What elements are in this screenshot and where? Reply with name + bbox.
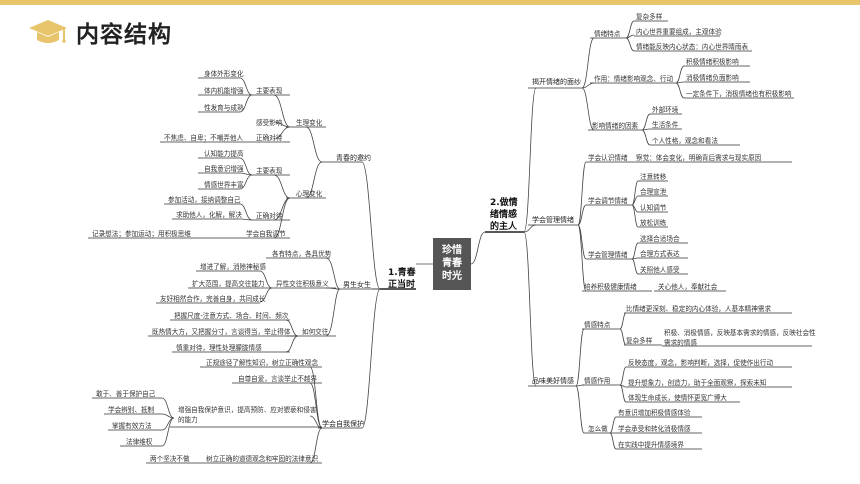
feeling-function-3: 体现生命成长，使情怀更宽广博大 (628, 393, 727, 402)
emotion-trait-1: 复杂多样 (636, 12, 663, 21)
physio-item-3: 性发育与成熟 (204, 103, 244, 112)
protect-ability-item-4: 法律维权 (126, 437, 153, 446)
psych-item-3: 情感世界丰富 (204, 180, 244, 189)
cross-gender-meaning: 异性交往积极意义 (276, 279, 329, 288)
center-line-1: 珍惜 (442, 243, 462, 256)
how-to-interact: 如何交往 (302, 327, 329, 336)
factor-2: 生活条件 (652, 120, 679, 129)
protect-item-2: 自尊自爱，言谈举止不越界 (238, 374, 318, 383)
feeling-complex: 复杂多样 (626, 336, 653, 345)
feeling-traits: 情感特点 (584, 320, 611, 329)
protect-ability-text-2: 的能力 (178, 415, 198, 424)
emotion-trait-2: 内心世界重要组成，主观体验 (636, 27, 722, 36)
right-main-line-3: 的主人 (490, 220, 518, 232)
effect-item-2: 消极情绪负面影响 (686, 73, 739, 82)
graduation-cap-icon (29, 20, 67, 43)
interact-item-3: 慎重对待，理性处理朦胧情感 (176, 343, 262, 352)
protect-ability-item-1: 敢于、善于保护自己 (96, 389, 156, 398)
left-branch-self-protect: 学会自我保护 (322, 419, 364, 428)
physio-item-2: 体内机能增强 (204, 86, 244, 95)
emotion-factors: 影响情绪的因素 (592, 121, 639, 130)
physio-manifest: 主要表现 (256, 86, 283, 95)
protect-ability-item-2: 学会辨别、抵制 (108, 405, 155, 414)
psych-correct: 正确对待 (256, 211, 283, 220)
center-line-3: 时光 (442, 269, 462, 282)
meaning-item-3: 友好相然合作，完善自身，共同成长 (160, 294, 266, 303)
physio-correct-item: 不焦虑、自卑；不嘲弄他人 (164, 133, 244, 142)
physio-change: 生理变化 (296, 118, 323, 127)
feeling-function: 情感作用 (584, 376, 610, 385)
feeling-function-2: 提升想象力，创造力，助于全面观察，探索未知 (628, 378, 766, 387)
center-node-bg (433, 238, 471, 290)
feeling-complex-item: 积极、消极情感，反映基本需求的情感，反映社会性需求的情感 (664, 328, 816, 347)
meaning-item-2: 扩大范围，提高交往能力 (192, 279, 265, 288)
center-line-2: 青春 (442, 256, 462, 269)
how-item-3: 在实践中提升情感境界 (618, 440, 684, 449)
legal-awareness: 树立正确的道德观念和牢固的法律意识 (206, 454, 318, 463)
emotion-trait-3: 情绪能反映内心状态：内心世界晴雨表 (636, 42, 748, 51)
protect-ability: 增强自我保护意识，提高预防、应对猥亵和侵害 的能力 (178, 405, 319, 424)
regulate-item-3: 认知调节 (640, 203, 667, 212)
physio-correct: 正确对待 (256, 133, 283, 142)
interact-item-1: 把握尺度-注意方式、场合、时间、频次 (174, 311, 289, 320)
each-has-strengths: 各有特点，各具优势 (272, 249, 332, 258)
right-main-line-2: 绪情感 (490, 208, 517, 220)
page-title: 内容结构 (76, 22, 172, 48)
regulate-item-4: 放松训练 (640, 218, 667, 227)
protect-ability-item-3: 掌握有效方法 (112, 421, 152, 430)
feeling-trait-1: 比情绪更深刻、稳定的内心体验，人基本精神需求 (626, 304, 771, 313)
regulate-item-1: 注意转移 (640, 172, 667, 181)
psych-self-adjust-item: 记录想法；参加运动；用积极思维 (92, 229, 191, 238)
two-never: 两个坚决不做 (150, 454, 190, 463)
factor-3: 个人性格，观念和看法 (652, 136, 718, 145)
psych-correct-item-2: 求助他人，化解，解决 (176, 210, 242, 219)
effect-item-1: 积极情绪积极影响 (686, 57, 739, 66)
psych-item-1: 认知能力提高 (204, 149, 244, 158)
regulate-emotion: 学会调节情绪 (588, 196, 628, 205)
psych-item-2: 自我意识增强 (204, 164, 244, 173)
recognize-item: 察觉：体会变化，明确背后需求与现实原因 (636, 153, 762, 162)
how-item-2: 学会承受和转化消极情感 (618, 424, 691, 433)
emotion-effect: 作用：情绪影响观念、行动 (594, 74, 674, 83)
physio-item-1: 身体外形变化 (204, 69, 244, 78)
right-main-line-1: 2.做情 (490, 196, 518, 208)
effect-item-3: 一定条件下，消极情绪也有积极影响 (686, 89, 792, 98)
psych-change: 心理变化 (296, 189, 323, 198)
top-accent-bar (0, 0, 860, 5)
emotion-traits: 情绪特点 (594, 29, 621, 38)
psych-correct-item-1: 参加活动，接纳调整自己 (168, 195, 241, 204)
factor-1: 外部环境 (652, 105, 679, 114)
left-main-line-1: 1.青春 (388, 266, 417, 278)
left-main-line-2: 正当时 (388, 278, 415, 290)
psych-self-adjust: 学会自我调节 (246, 229, 286, 238)
manage-emotion: 学会管理情绪 (588, 250, 628, 259)
how-to-do: 怎么做 (588, 424, 608, 433)
manage-item-3: 关照他人感受 (640, 265, 680, 274)
right-branch-emotion-veil: 揭开情绪的面纱 (532, 77, 581, 86)
left-branch-boys-girls: 男生女生 (343, 280, 371, 289)
recognize-emotion: 学会认识情绪 (588, 153, 628, 162)
right-branch-beautiful-feelings: 品味美好情感 (532, 376, 574, 385)
meaning-item-1: 增进了解，消除神秘感 (200, 262, 266, 271)
right-branch-manage-emotion: 学会管理情绪 (532, 215, 574, 224)
manage-item-2: 合理方式表达 (640, 249, 680, 258)
positive-emotion: 培养积极健康情绪 (584, 282, 637, 291)
how-item-1: 有意识增加积极情感体验 (618, 408, 691, 417)
protect-ability-text: 增强自我保护意识，提高预防、应对猥亵和侵害 (178, 405, 317, 414)
header: 内容结构 (28, 14, 172, 50)
left-branch-youth: 青春的邀约 (336, 153, 371, 162)
manage-item-1: 选择合适场合 (640, 234, 680, 243)
physio-feel: 感受影响 (256, 118, 283, 127)
psych-manifest: 主要表现 (256, 166, 283, 175)
protect-item-1: 正规途径了解性知识，树立正确性观念 (206, 358, 318, 367)
regulate-item-2: 合理宣泄 (640, 187, 667, 196)
positive-emotion-item: 关心他人，奉献社会 (658, 282, 718, 291)
feeling-function-1: 反映态度，观念，影响判断，选择，促使作出行动 (628, 358, 773, 367)
interact-item-2: 既热情大方，又把握分寸，言谈得当，举止得体 (152, 327, 291, 336)
